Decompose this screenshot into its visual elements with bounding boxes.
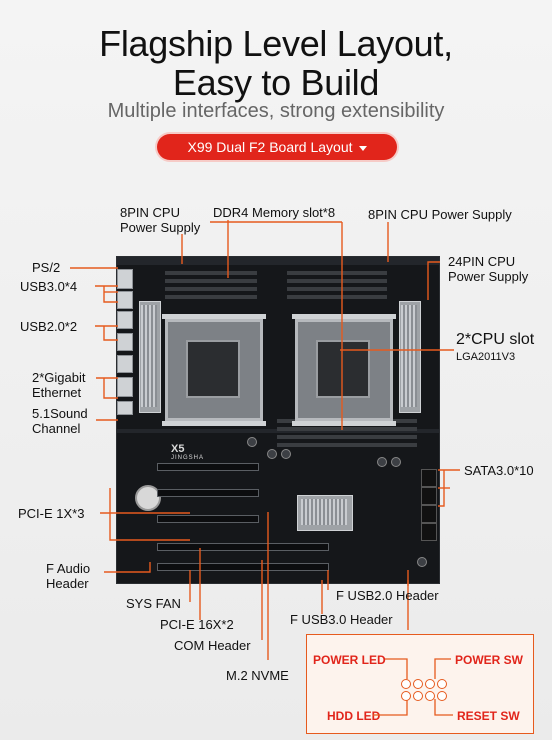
caret-down-icon (358, 145, 367, 151)
label-fusb20: F USB2.0 Header (336, 588, 439, 603)
cpu-socket-2 (292, 314, 396, 426)
front-panel-diagram: POWER LED POWER SW HDD LED RESET SW (306, 634, 534, 734)
label-usb20: USB2.0*2 (20, 319, 78, 334)
label-fusb30: F USB3.0 Header (290, 612, 393, 627)
label-cpu-socket: LGA2011V3 (456, 351, 516, 363)
label-sata: SATA3.0*10 (464, 463, 534, 478)
label-com: COM Header (174, 638, 251, 653)
label-pcie16x: PCI-E 16X*2 (160, 617, 234, 632)
label-m2: M.2 NVME (226, 668, 289, 683)
layout-dropdown-label: X99 Dual F2 Board Layout (187, 139, 353, 155)
headline-line-1: Flagship Level Layout, (99, 23, 453, 64)
subtitle: Multiple interfaces, strong extensibilit… (107, 100, 445, 122)
label-power-led: POWER LED (313, 653, 386, 667)
io-ports (117, 269, 133, 289)
label-power-sw: POWER SW (455, 653, 523, 667)
label-pcie1x: PCI-E 1X*3 (18, 506, 85, 521)
label-ddr4: DDR4 Memory slot*8 (213, 205, 336, 220)
headline-line-2: Easy to Build (172, 62, 380, 103)
front-panel-leaders (373, 658, 453, 716)
label-cpu-slot: 2*CPU slot (456, 331, 535, 348)
label-hdd-led: HDD LED (327, 709, 381, 723)
label-usb30: USB3.0*4 (20, 279, 78, 294)
label-sysfan: SYS FAN (126, 596, 181, 611)
layout-dropdown-button[interactable]: X99 Dual F2 Board Layout (157, 134, 397, 160)
label-8pin-cpu-right: 8PIN CPU Power Supply (368, 207, 512, 222)
label-ps2: PS/2 (32, 260, 61, 275)
cpu-socket-1 (162, 314, 266, 426)
label-reset-sw: RESET SW (457, 709, 520, 723)
